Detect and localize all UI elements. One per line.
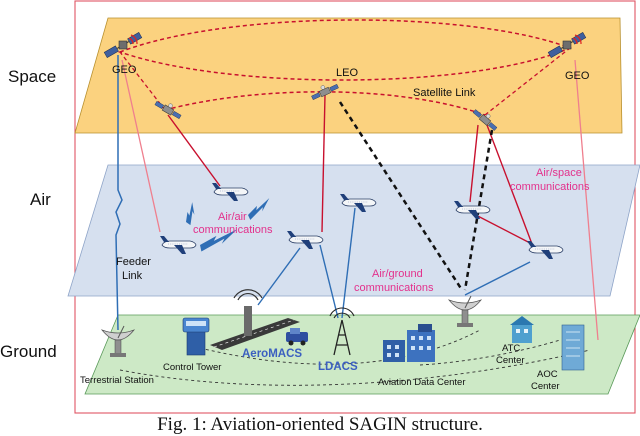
feeder-link-label-2: Link <box>122 270 143 282</box>
air-space-link-2 <box>321 94 326 233</box>
leo-ground-link <box>338 101 464 291</box>
satellite-link-label: Satellite Link <box>413 87 476 99</box>
air-layer-plane <box>67 164 640 297</box>
atc-center-icon <box>510 316 534 343</box>
feeder-link-label-1: Feeder <box>116 256 151 268</box>
terrestrial-uplink <box>115 55 123 331</box>
air-layer-label: Air <box>30 190 51 209</box>
ldacs-label: LDACS <box>318 361 358 373</box>
aoc-center-label-1: AOC <box>537 369 558 380</box>
air-air-label-2: communications <box>193 224 273 236</box>
air-space-label-2: communications <box>510 181 590 193</box>
space-layer-plane <box>74 17 623 134</box>
aviation-data-center-icon <box>383 324 435 362</box>
air-ground-label-1: Air/ground <box>372 268 423 280</box>
ldacs-mast-icon <box>329 307 355 356</box>
leo-label: LEO <box>336 67 358 79</box>
ground-network <box>119 349 591 386</box>
control-tower-label: Control Tower <box>163 362 221 373</box>
geo-right-label: GEO <box>565 70 590 82</box>
atc-center-label-1: ATC <box>502 343 520 354</box>
atc-center-label-2: Center <box>496 355 525 366</box>
runway <box>210 318 300 350</box>
geo-left-label: GEO <box>112 64 137 76</box>
ground-layer-label: Ground <box>0 342 57 361</box>
control-tower-icon <box>182 317 210 356</box>
figure-frame <box>74 0 636 414</box>
terrestrial-station-label: Terrestrial Station <box>80 375 154 386</box>
aeromacs-label: AeroMACS <box>242 348 302 360</box>
space-layer-label: Space <box>8 67 56 86</box>
air-space-link-1 <box>167 114 221 187</box>
service-vehicle-icon <box>286 328 308 346</box>
feeder-link-line <box>121 59 161 233</box>
air-ground-label-2: communications <box>354 282 434 294</box>
air-space-label-1: Air/space <box>536 167 582 179</box>
aoc-center-icon <box>561 324 585 371</box>
air-air-label-1: Air/air <box>218 211 247 223</box>
aviation-data-center-label: Aviation Data Center <box>378 377 466 388</box>
geo-ground-link <box>574 59 599 341</box>
aeromacs-antenna-icon <box>233 289 263 336</box>
aoc-center-label-2: Center <box>531 381 560 392</box>
figure-caption: Fig. 1: Aviation-oriented SAGIN structur… <box>157 414 483 435</box>
